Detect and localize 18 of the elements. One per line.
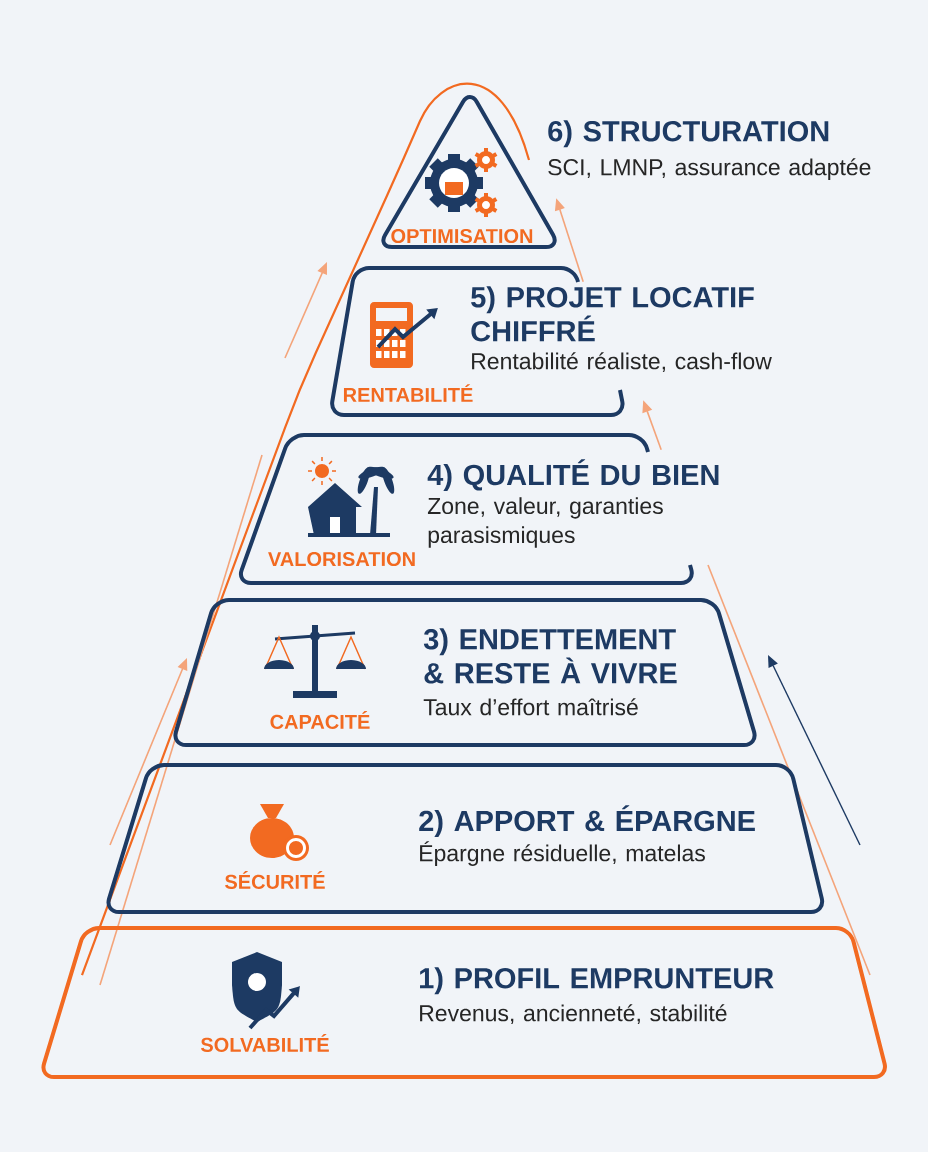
- category-label: CAPACITÉ: [270, 711, 370, 729]
- tier-heading: 6) STRUCTURATION: [548, 120, 829, 148]
- tier-heading: 4) QUALITÉ DU BIEN: [427, 459, 719, 491]
- tier-description: Épargne résiduelle, matelas: [420, 841, 705, 866]
- tier-description: Taux d’effort maîtrisé: [423, 698, 638, 716]
- tier-heading: 5) PROJET LOCATIF CHIFFRÉ: [471, 286, 754, 342]
- category-label: VALORISATION: [268, 551, 415, 567]
- tier-description: SCI, LMNP, assurance adaptée: [548, 158, 871, 180]
- tier-description: Revenus, ancienneté, stabilité: [420, 1004, 727, 1025]
- tier-heading: 2) APPORT & ÉPARGNE: [419, 805, 755, 837]
- tier-heading: 1) PROFIL EMPRUNTEUR: [420, 967, 774, 995]
- category-label: RENTABILITÉ: [343, 384, 473, 402]
- tier-description: Rentabilité réaliste, cash-flow: [472, 352, 772, 373]
- category-label: OPTIMISATION: [391, 228, 533, 244]
- tier-description: Zone, valeur, garanties parasismiques: [427, 497, 663, 548]
- category-label: SÉCURITÉ: [225, 871, 325, 889]
- category-label: SOLVABILITÉ: [200, 1034, 329, 1052]
- tier-heading: 3) ENDETTEMENT & RESTE À VIVRE: [423, 628, 677, 684]
